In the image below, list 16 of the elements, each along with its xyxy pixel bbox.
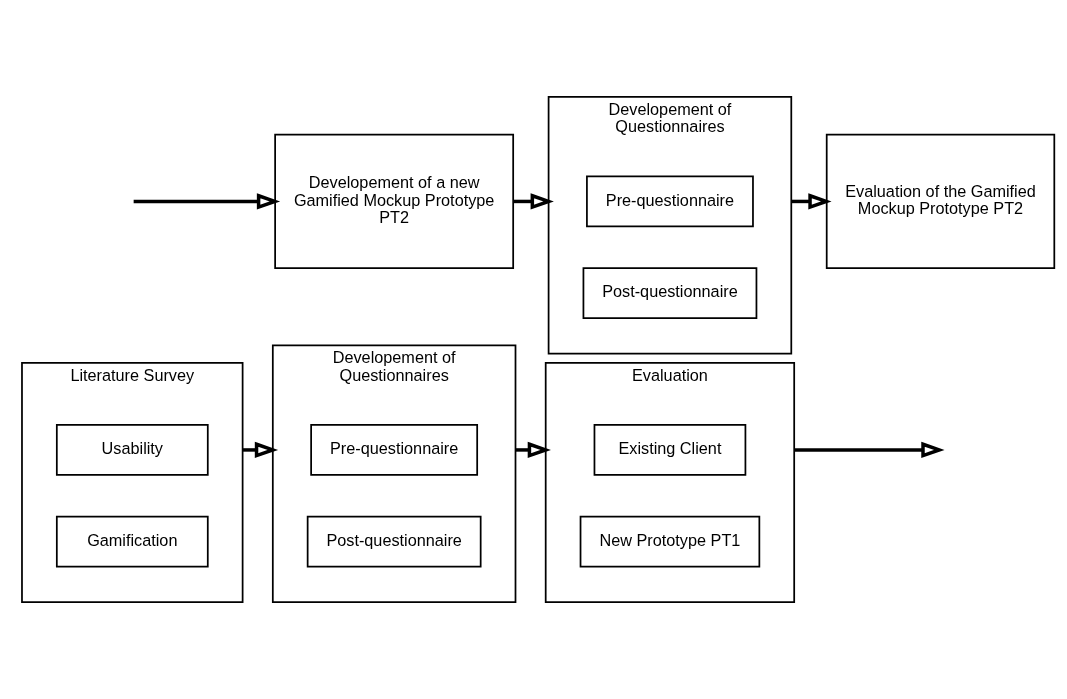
arrow — [515, 441, 551, 459]
node-box: Usability — [55, 424, 209, 476]
node-box: Pre-questionnaire — [586, 175, 754, 228]
arrow — [513, 193, 554, 210]
arrow — [133, 193, 281, 210]
arrow — [794, 441, 945, 459]
node-box: Existing Client — [593, 424, 747, 476]
node-box: Evaluation of the Gamified Mockup Prototype PT2 — [825, 133, 1056, 270]
node-box: Gamification — [55, 515, 209, 568]
node-box: Post-questionnaire — [582, 267, 758, 319]
node-box: Pre-questionnaire — [310, 424, 479, 476]
node-box: Post-questionnaire — [306, 515, 482, 568]
arrow — [791, 193, 832, 210]
arrow — [242, 441, 279, 459]
node-box: Developement of a new Gamified Mockup Prototype PT2 — [274, 133, 515, 270]
node-box: New Prototype PT1 — [579, 515, 761, 568]
